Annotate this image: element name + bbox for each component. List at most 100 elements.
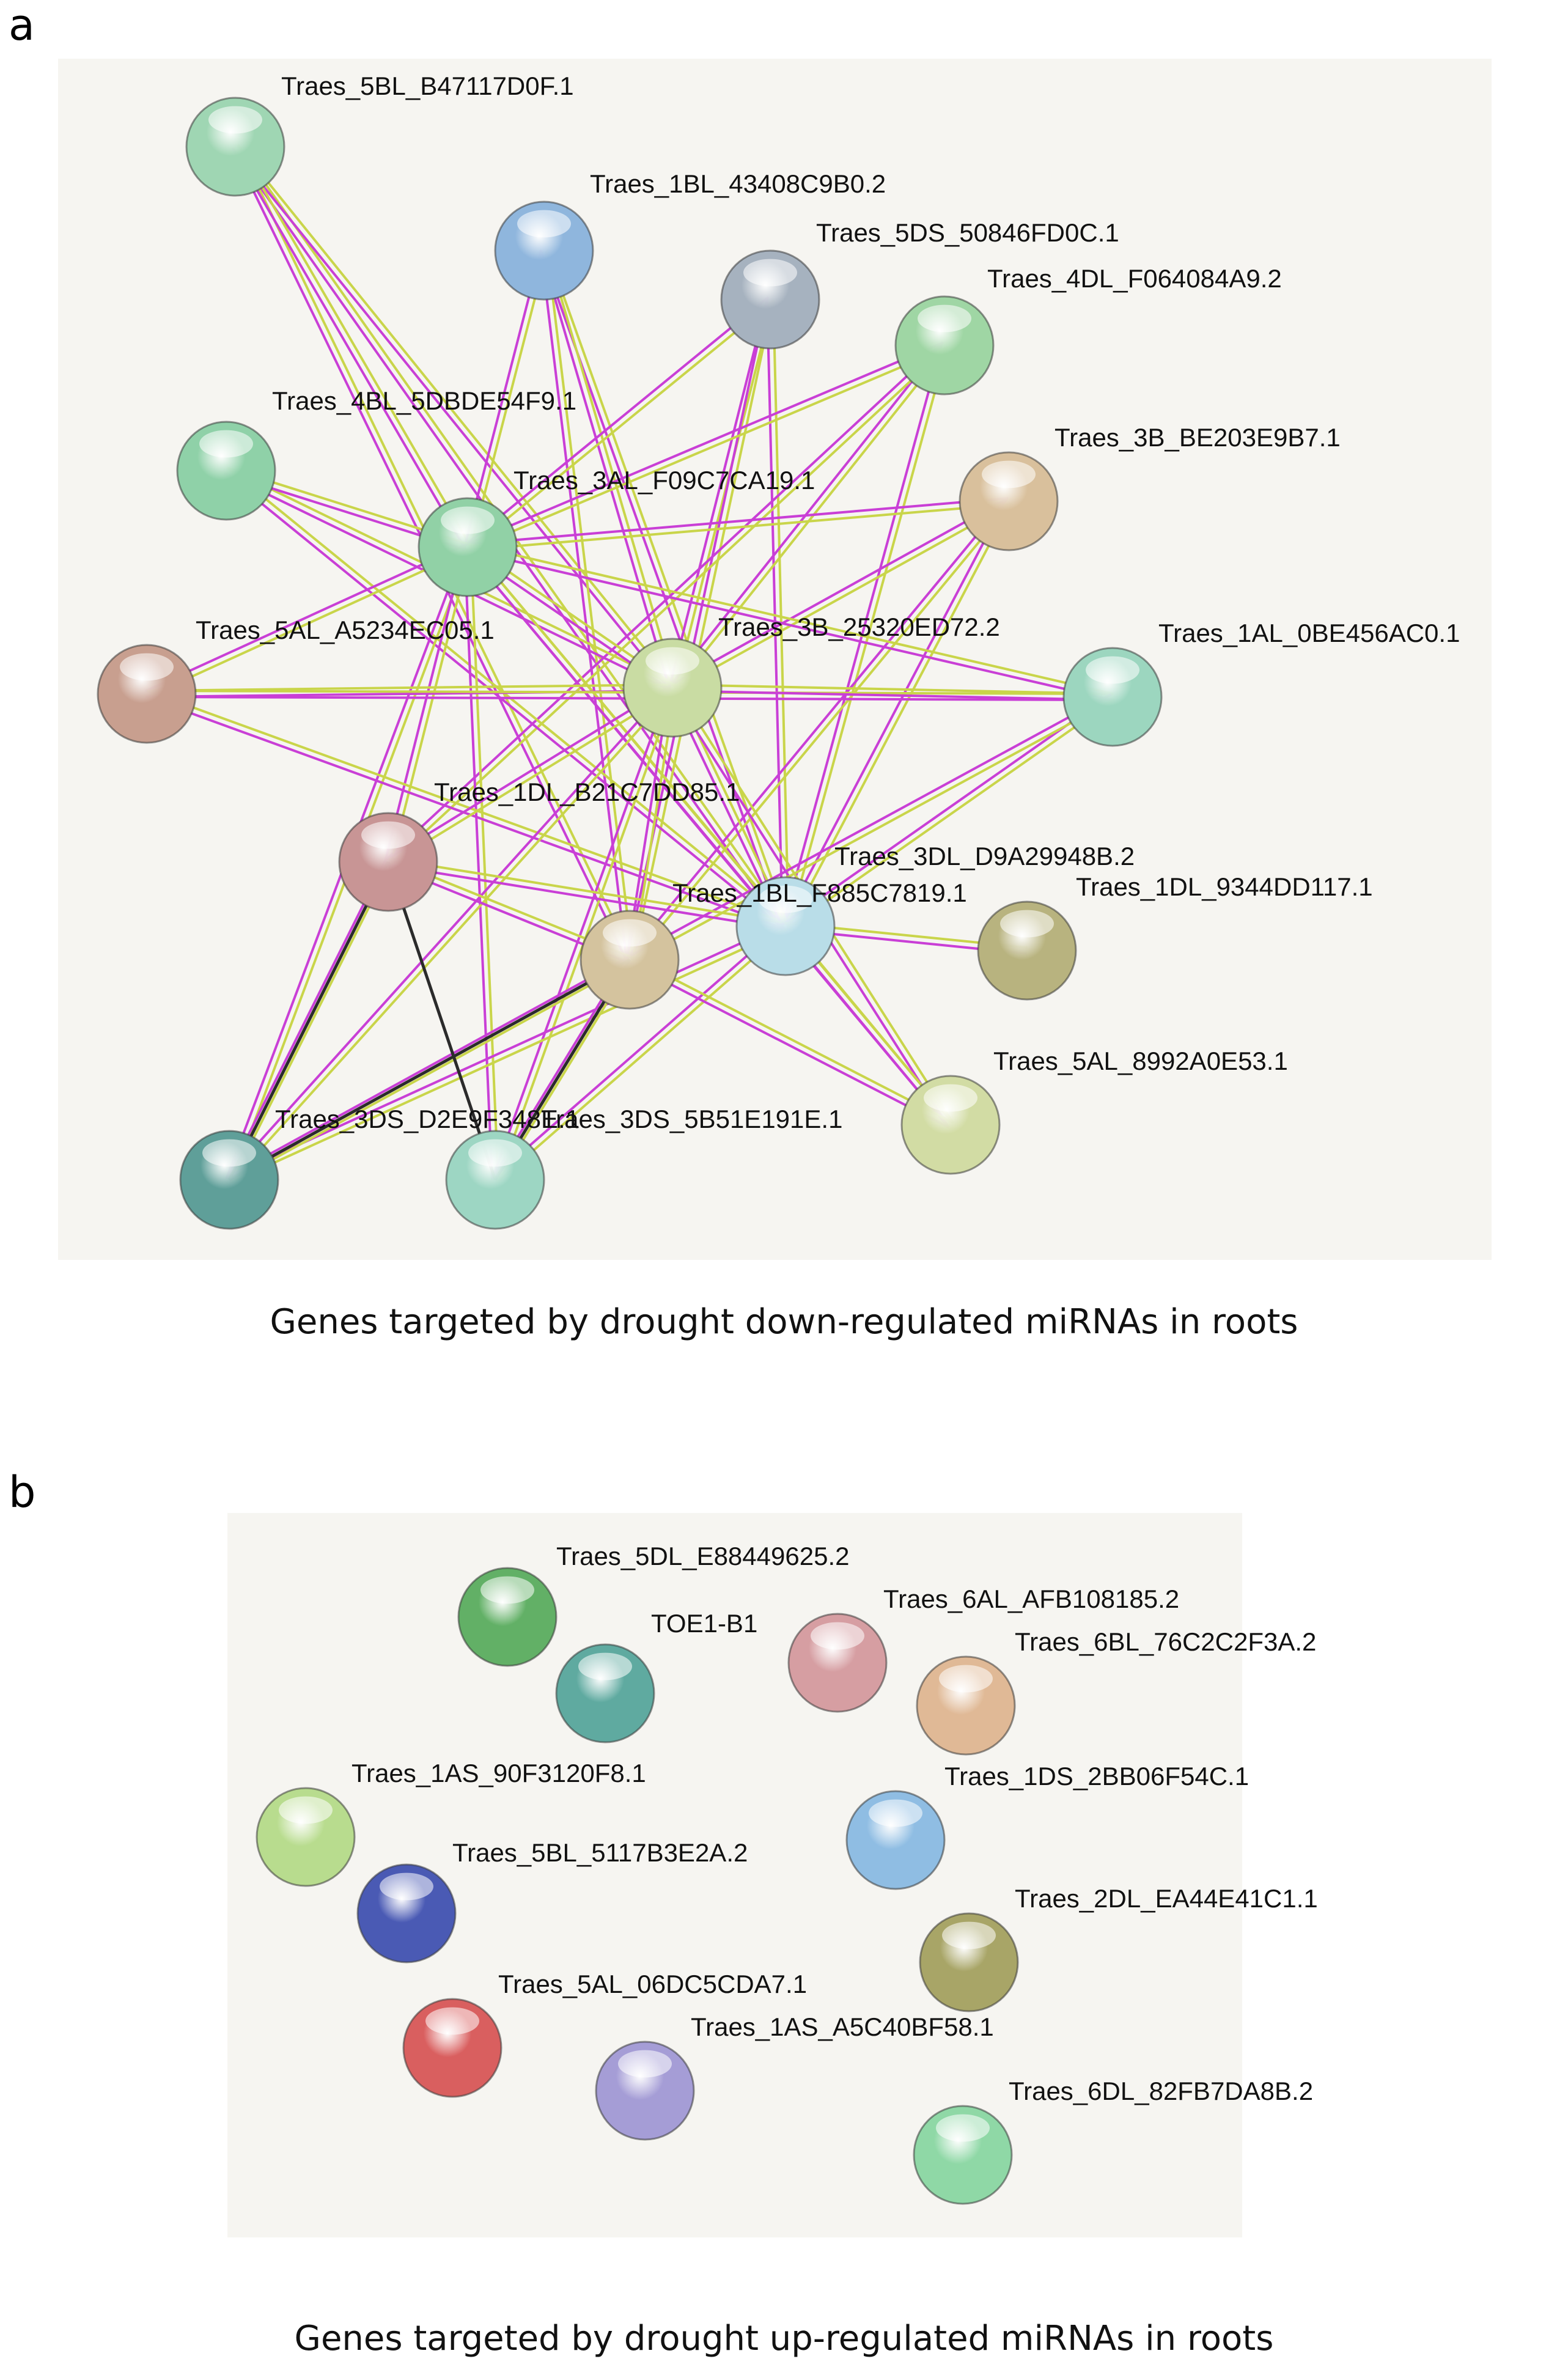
interaction-edge [227, 467, 789, 925]
gene-node-label: Traes_1AS_A5C40BF58.1 [691, 2012, 994, 2041]
gene-node[interactable]: Traes_3DL_D9A29948B.2 [580, 842, 1135, 1010]
gene-node[interactable]: Traes_1BL_43408C9B0.2 [494, 169, 886, 301]
gene-node[interactable]: Traes_5AL_A5234EC05.1 [97, 616, 495, 744]
gene-node-label: Traes_1DS_2BB06F54C.1 [944, 1762, 1249, 1791]
gene-node[interactable]: TOE1-B1 [555, 1609, 757, 1743]
gene-node-label: Traes_1BL_F885C7819.1 [672, 878, 967, 907]
interaction-edge [237, 144, 676, 687]
interaction-edge [231, 147, 466, 550]
gene-node-highlight [441, 506, 495, 534]
interaction-edge [469, 547, 499, 1180]
gene-node[interactable]: Traes_1DL_B21C7DD85.1 [338, 778, 740, 912]
gene-node-label: Traes_3B_25320ED72.2 [718, 613, 1000, 641]
gene-node[interactable]: Traes_1AL_0BE456AC0.1 [1062, 619, 1460, 747]
interaction-edge [147, 690, 787, 925]
interaction-edge [626, 498, 1007, 959]
gene-node-label: Traes_5BL_5117B3E2A.2 [452, 1838, 748, 1867]
interaction-edge [223, 472, 785, 930]
interaction-edge [466, 548, 1113, 701]
interaction-edge [786, 698, 1116, 930]
interaction-edge [496, 927, 789, 1184]
gene-node-highlight [743, 259, 797, 287]
interaction-edge [545, 250, 634, 960]
gene-node[interactable]: Traes_4BL_5DBDE54F9.1 [176, 386, 576, 521]
gene-node[interactable]: Traes_6DL_82FB7DA8B.2 [913, 2077, 1313, 2205]
gene-node-label: Traes_3DS_5B51E191E.1 [541, 1105, 842, 1133]
gene-node-label: TOE1-B1 [651, 1609, 757, 1638]
gene-node[interactable]: Traes_3B_BE203E9B7.1 [959, 423, 1341, 551]
gene-node[interactable]: Traes_1AS_A5C40BF58.1 [595, 2012, 994, 2141]
gene-node[interactable]: Traes_5BL_5117B3E2A.2 [356, 1838, 748, 1964]
interaction-edge [146, 683, 672, 693]
interaction-edge [468, 502, 1009, 551]
gene-node-highlight [811, 1622, 864, 1650]
gene-node-highlight [1000, 910, 1054, 938]
interaction-edge [466, 341, 944, 546]
gene-node-label: Traes_5DS_50846FD0C.1 [816, 218, 1119, 247]
gene-node-highlight [603, 919, 657, 947]
gene-node[interactable]: Traes_5BL_B47117D0F.1 [185, 72, 574, 197]
interaction-edge [670, 497, 1008, 687]
gene-node[interactable]: Traes_3DS_5B51E191E.1 [445, 1105, 842, 1230]
gene-node[interactable]: Traes_5DL_E88449625.2 [457, 1542, 849, 1667]
gene-node[interactable]: Traes_1BL_F885C7819.1 [672, 876, 967, 976]
interaction-edge [545, 249, 677, 688]
gene-node[interactable]: Traes_1AS_90F3120F8.1 [256, 1759, 646, 1887]
gene-node[interactable]: Traes_6BL_76C2C2F3A.2 [916, 1627, 1316, 1756]
interaction-edge [463, 547, 494, 1180]
interaction-edge [631, 300, 775, 961]
gene-node-highlight [279, 1796, 333, 1824]
gene-node[interactable]: Traes_2DL_EA44E41C1.1 [919, 1884, 1318, 2012]
gene-node[interactable]: Traes_1DS_2BB06F54C.1 [845, 1762, 1249, 1890]
gene-node[interactable]: Traes_4DL_F064084A9.2 [894, 264, 1282, 396]
interaction-edge [230, 961, 632, 1184]
gene-node-label: Traes_6DL_82FB7DA8B.2 [1009, 2077, 1313, 2105]
gene-node[interactable]: Traes_1DL_9344DD117.1 [977, 872, 1373, 1001]
interaction-edge [469, 251, 548, 548]
interaction-edge [766, 300, 784, 927]
panel-a-letter: a [9, 0, 35, 50]
gene-node[interactable]: Traes_3AL_F09C7CA19.1 [418, 466, 815, 597]
gene-node[interactable]: Traes_5AL_06DC5CDA7.1 [402, 1970, 807, 2098]
interaction-edge [147, 548, 469, 698]
interaction-edge [227, 922, 785, 1179]
network-a-nodes: Traes_5BL_B47117D0F.1Traes_1BL_43408C9B0… [97, 72, 1460, 1230]
gene-node[interactable]: Traes_3B_25320ED72.2 [622, 613, 1000, 738]
gene-node-highlight [618, 2050, 672, 2078]
interaction-edge [386, 861, 497, 1180]
gene-node[interactable]: Traes_5AL_8992A0E53.1 [900, 1047, 1288, 1175]
gene-node-highlight [759, 885, 812, 913]
gene-node[interactable]: Traes_3DS_D2E9F348E.1 [179, 1105, 580, 1230]
interaction-edge [468, 301, 773, 551]
gene-node-highlight [425, 2007, 479, 2035]
gene-node-label: Traes_6BL_76C2C2F3A.2 [1015, 1627, 1316, 1656]
interaction-edge [630, 955, 953, 1124]
interaction-edge [228, 958, 631, 1182]
interaction-edge [674, 300, 775, 689]
gene-node-highlight [199, 430, 253, 458]
interaction-edge [771, 299, 790, 926]
interaction-edge [387, 863, 786, 930]
gene-node[interactable]: Traes_5DS_50846FD0C.1 [720, 218, 1119, 350]
interaction-edge [673, 502, 1011, 692]
interaction-edge [145, 543, 467, 693]
gene-node-highlight [208, 106, 262, 134]
gene-node-label: Traes_1BL_43408C9B0.2 [590, 169, 886, 198]
interaction-edge [468, 347, 946, 551]
interaction-edge [230, 689, 676, 1183]
interaction-edge [465, 296, 770, 546]
interaction-edge [385, 342, 943, 861]
panel-b-caption: Genes targeted by drought up-regulated m… [294, 2319, 1274, 2358]
gene-node-highlight [936, 2114, 990, 2142]
interaction-edge [227, 861, 390, 1181]
gene-node-label: Traes_1DL_B21C7DD85.1 [434, 778, 740, 806]
gene-node-label: Traes_5AL_A5234EC05.1 [196, 616, 495, 644]
gene-node[interactable]: Traes_6AL_AFB108185.2 [787, 1585, 1179, 1713]
interaction-edge [627, 693, 1112, 959]
interaction-edge [668, 298, 769, 688]
interaction-edge [237, 144, 472, 547]
gene-node-highlight [202, 1139, 256, 1167]
gene-node-highlight [869, 1799, 922, 1827]
